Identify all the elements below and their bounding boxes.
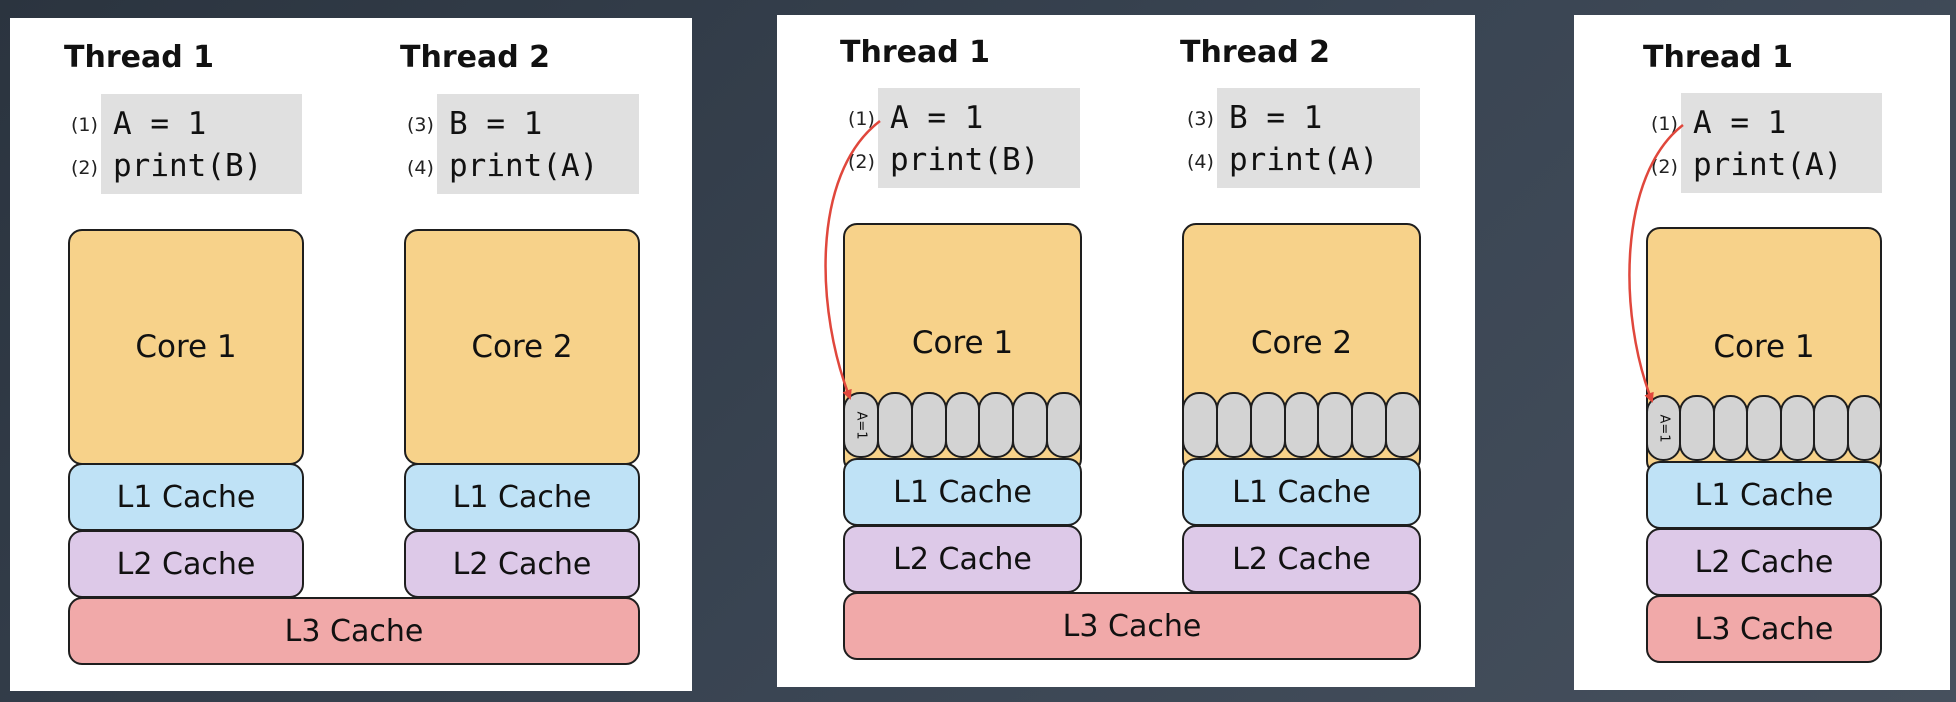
l3-cache-label: L3 Cache: [1694, 611, 1834, 647]
code-line: A = 1: [113, 106, 207, 142]
code-line: print(A): [449, 148, 599, 184]
code-line: B = 1: [449, 106, 543, 142]
write-arrow: [824, 120, 881, 400]
diagram-panel-3: Thread 1 (1) (2) A = 1 print(A) Core 1 A…: [1574, 15, 1950, 690]
write-arrow: [1628, 124, 1684, 403]
core-label: Core 2: [1250, 325, 1353, 361]
thread-1-title: Thread 1: [1643, 40, 1793, 75]
code-block-thread-2: B = 1 print(A): [437, 94, 639, 194]
step-label: (2): [1651, 156, 1678, 178]
l1-cache-core-1: L1 Cache: [843, 458, 1082, 526]
register-cell: [944, 392, 981, 458]
core-label: Core 1: [1713, 329, 1815, 365]
diagram-panel-2: Thread 1 Thread 2 (1) (2) A = 1 print(B)…: [777, 15, 1475, 687]
register-file-core-1: A=1: [1646, 395, 1882, 461]
l1-cache-core-1: L1 Cache: [68, 463, 304, 531]
register-cell: [1046, 392, 1083, 458]
l1-cache-label: L1 Cache: [1232, 474, 1371, 510]
step-label: (2): [848, 151, 875, 173]
l2-cache-core-2: L2 Cache: [1182, 525, 1421, 593]
code-block-thread-1: A = 1 print(A): [1681, 93, 1882, 193]
code-block-thread-1: A = 1 print(B): [101, 94, 302, 194]
step-label: (3): [407, 114, 434, 136]
arrow-path: [824, 120, 881, 400]
register-file-core-1: A=1: [843, 392, 1083, 458]
step-label: (1): [71, 114, 98, 136]
l2-cache-label: L2 Cache: [452, 546, 592, 582]
l1-cache-label: L1 Cache: [893, 474, 1032, 510]
code-block-thread-2: B = 1 print(A): [1217, 88, 1420, 188]
code-block-thread-1: A = 1 print(B): [878, 88, 1080, 188]
l2-cache-label: L2 Cache: [893, 541, 1032, 577]
l1-cache-label: L1 Cache: [116, 479, 256, 515]
l2-cache-label: L2 Cache: [1232, 541, 1371, 577]
l2-cache-label: L2 Cache: [1694, 544, 1834, 580]
register-cell: A=1: [1646, 395, 1682, 461]
code-line: A = 1: [1693, 105, 1787, 141]
register-cell: [1012, 392, 1049, 458]
l1-cache-core-2: L1 Cache: [1182, 458, 1421, 526]
core-2: Core 2: [404, 229, 640, 465]
code-line: A = 1: [890, 100, 984, 136]
l2-cache-core-2: L2 Cache: [404, 530, 640, 598]
thread-1-title: Thread 1: [64, 40, 214, 75]
register-cell: A=1: [843, 392, 879, 458]
l3-cache-core-1: L3 Cache: [1646, 595, 1882, 663]
arrow-path: [1628, 124, 1684, 403]
core-label: Core 2: [471, 329, 573, 365]
diagram-panel-1: Thread 1 Thread 2 (1) (2) A = 1 print(B)…: [10, 18, 692, 691]
thread-2-title: Thread 2: [400, 40, 550, 75]
code-line: print(A): [1229, 142, 1379, 178]
core-label: Core 1: [135, 329, 237, 365]
step-label: (1): [848, 108, 875, 130]
register-cell: [876, 392, 913, 458]
core-1: Core 1: [68, 229, 304, 465]
register-cell: [1679, 395, 1715, 461]
step-label: (4): [407, 157, 434, 179]
l2-cache-label: L2 Cache: [116, 546, 256, 582]
thread-1-title: Thread 1: [840, 35, 990, 70]
step-label: (3): [1187, 108, 1214, 130]
l2-cache-core-1: L2 Cache: [1646, 528, 1882, 596]
l1-cache-label: L1 Cache: [452, 479, 592, 515]
code-line: print(B): [890, 142, 1040, 178]
l1-cache-core-2: L1 Cache: [404, 463, 640, 531]
register-file-core-2: [1182, 392, 1422, 458]
code-line: print(A): [1693, 147, 1843, 183]
step-label: (4): [1187, 151, 1214, 173]
l1-cache-label: L1 Cache: [1694, 477, 1834, 513]
l3-cache-shared: L3 Cache: [843, 592, 1421, 660]
step-label: (2): [71, 157, 98, 179]
l3-cache-shared: L3 Cache: [68, 597, 640, 665]
l2-cache-core-1: L2 Cache: [68, 530, 304, 598]
l3-cache-label: L3 Cache: [284, 613, 424, 649]
code-line: print(B): [113, 148, 263, 184]
register-cell: [978, 392, 1015, 458]
step-label: (1): [1651, 113, 1678, 135]
thread-2-title: Thread 2: [1180, 35, 1330, 70]
register-cell: [1385, 392, 1422, 458]
code-line: B = 1: [1229, 100, 1323, 136]
register-cell: [1846, 395, 1882, 461]
l3-cache-label: L3 Cache: [1062, 608, 1202, 644]
core-label: Core 1: [911, 325, 1014, 361]
